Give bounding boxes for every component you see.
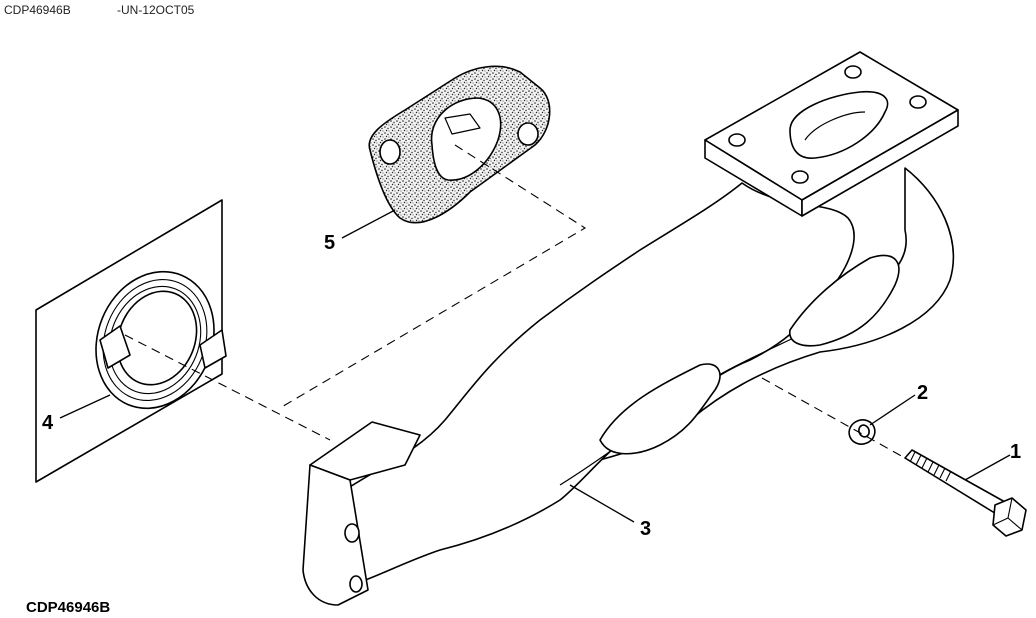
gasket-bolt-hole-left bbox=[379, 139, 401, 165]
turbo-flange-port bbox=[789, 90, 889, 159]
sealing-ring-assembly bbox=[35, 199, 227, 483]
sealing-ring-band-1 bbox=[102, 278, 208, 402]
turbo-flange-hole-4 bbox=[791, 170, 809, 184]
leader-2 bbox=[869, 394, 916, 426]
leader-lines bbox=[59, 209, 1011, 523]
turbo-flange-hole-1 bbox=[728, 133, 746, 147]
exhaust-manifold bbox=[302, 51, 959, 606]
turbo-flange-side-face bbox=[801, 109, 959, 217]
turbo-flange-port-inner bbox=[804, 111, 866, 141]
end-flange-front-face bbox=[302, 464, 369, 606]
center-line-gasket-to-flange bbox=[279, 144, 587, 409]
sealing-ring-band-2 bbox=[108, 285, 202, 395]
turbo-flange-hole-2 bbox=[844, 65, 862, 79]
gasket-bore-chamfer bbox=[444, 113, 481, 135]
footer-figure-code: CDP46946B bbox=[26, 599, 111, 616]
callout-5-label: 5 bbox=[324, 232, 336, 254]
leader-4 bbox=[59, 394, 111, 419]
center-line-ring-to-flange bbox=[124, 334, 331, 441]
leader-3 bbox=[569, 484, 635, 523]
sealing-ring-inner bbox=[116, 290, 198, 386]
callout-2-label: 2 bbox=[917, 382, 929, 404]
header-revision-code: -UN-12OCT05 bbox=[117, 3, 195, 17]
cap-screw-head bbox=[992, 497, 1027, 537]
washer bbox=[848, 419, 876, 445]
manifold-body bbox=[329, 182, 855, 583]
sealing-ring-tape-right bbox=[199, 329, 227, 369]
callout-4-label: 4 bbox=[42, 412, 54, 434]
sealing-ring-tape-left bbox=[99, 325, 131, 369]
cap-screw bbox=[904, 449, 1027, 537]
callout-3-label: 3 bbox=[640, 518, 652, 540]
end-flange-hole-2 bbox=[349, 575, 363, 593]
turbocharger-gasket bbox=[368, 65, 551, 224]
turbo-flange-hole-3 bbox=[909, 95, 927, 109]
header-figure-code: CDP46946B bbox=[4, 3, 71, 17]
callout-1-label: 1 bbox=[1010, 441, 1022, 463]
gasket-bolt-hole-right bbox=[517, 122, 539, 146]
assembly-center-lines bbox=[124, 144, 906, 459]
manifold-runner-1 bbox=[599, 363, 721, 455]
end-flange-hole-1 bbox=[344, 523, 360, 543]
cap-screw-shank bbox=[904, 449, 1006, 516]
leader-5 bbox=[341, 209, 396, 239]
cap-screw-head-edge bbox=[992, 497, 1023, 531]
center-line-screw-axis bbox=[761, 377, 906, 459]
manifold-runner-2 bbox=[789, 254, 900, 347]
cap-screw-threads bbox=[909, 451, 952, 482]
leader-1 bbox=[964, 454, 1011, 481]
